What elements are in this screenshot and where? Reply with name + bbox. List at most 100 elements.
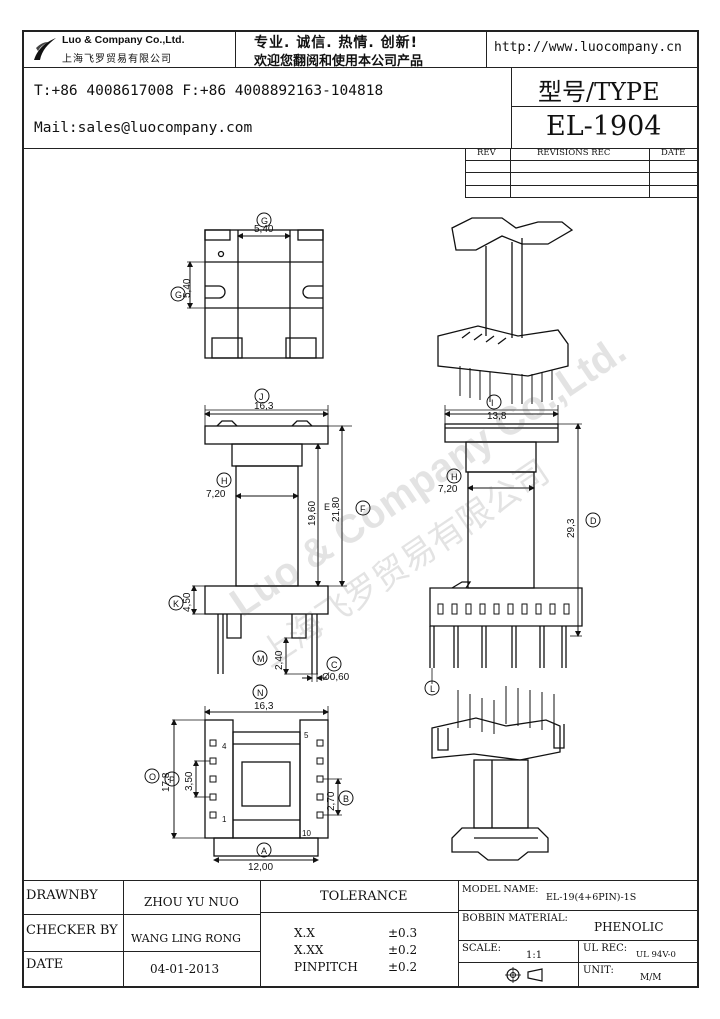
revisions-table: REV REVISIONS REC DATE — [465, 148, 699, 198]
technical-drawing: Luo & Company Co.,Ltd. 上海飞罗贸易有限公司 G 5,40… — [144, 212, 634, 873]
dimension-label-circles — [144, 212, 601, 858]
tolerance-divider — [260, 912, 458, 913]
dim-m-value: 2,40 — [274, 650, 285, 670]
bottom-view — [171, 706, 342, 863]
projection-symbol-icon — [505, 967, 543, 983]
tol-row-1-name: X.XX — [294, 943, 324, 957]
unit-label: UNIT: — [583, 965, 614, 976]
dim-a-value: 12,00 — [248, 862, 273, 873]
dim-a-label: A — [261, 846, 267, 856]
pin-10-label: 10 — [302, 829, 311, 838]
dim-h2-value: 7,20 — [438, 484, 458, 495]
header-divider — [22, 67, 699, 68]
front-view — [191, 405, 352, 682]
tol-row-2-name: PINPITCH — [294, 960, 358, 974]
dim-f-label: F — [360, 504, 366, 514]
dim-h2-label: H — [451, 472, 458, 482]
bobbin-material-value: PHENOLIC — [594, 920, 664, 934]
dim-p-value: 3,50 — [184, 771, 195, 791]
footer-row-1 — [22, 914, 260, 915]
phone-fax: T:+86 4008617008 F:+86 4008892163-104818 — [34, 83, 384, 99]
date-value: 04-01-2013 — [150, 962, 220, 976]
unit-value: M/M — [640, 973, 662, 983]
slogan-line2: 欢迎您翻阅和使用本公司产品 — [254, 54, 424, 69]
dim-p-label: P — [169, 775, 175, 785]
tol-row-1-value: ±0.2 — [388, 943, 418, 957]
dim-h-value: 7,20 — [206, 489, 226, 500]
tol-row-0-value: ±0.3 — [388, 926, 418, 940]
dim-g2-label: G — [175, 290, 182, 300]
revisions-rec-col-header: REVISIONS REC — [537, 148, 611, 158]
pin-5-label: 5 — [304, 731, 309, 740]
dim-c-value: Ø0,60 — [322, 672, 350, 683]
dim-o-label: O — [149, 772, 156, 782]
dim-l-label: L — [430, 684, 435, 694]
tolerance-label: TOLERANCE — [320, 889, 408, 904]
dim-k-value: 4,50 — [182, 592, 193, 612]
header-sep-1 — [235, 30, 236, 67]
dim-e-value: 19,60 — [307, 501, 318, 526]
header-sep-2 — [486, 30, 487, 67]
tol-row-0-name: X.X — [294, 926, 315, 940]
top-view — [187, 229, 324, 359]
drawnby-value: ZHOU YU NUO — [144, 895, 239, 909]
drawnby-label: DRAWNBY — [26, 888, 98, 903]
footer-sep-1 — [123, 880, 124, 988]
website-link[interactable]: http://www.luocompany.cn — [494, 40, 682, 55]
type-box-sep — [511, 67, 512, 148]
watermark: Luo & Company Co.,Ltd. 上海飞罗贸易有限公司 — [222, 328, 633, 675]
footer-row-2 — [22, 951, 260, 952]
tol-row-2-value: ±0.2 — [388, 960, 418, 974]
dim-j-value: 16,3 — [254, 401, 274, 412]
dim-g-value: 5,40 — [254, 224, 274, 235]
ul-rec-value: UL 94V-0 — [636, 950, 676, 960]
dim-b-value: 2,70 — [326, 791, 337, 811]
pin-1-label: 1 — [222, 815, 227, 824]
isometric-view-bottom — [431, 686, 565, 861]
rev-col-header: REV — [477, 148, 496, 158]
model-name-label: MODEL NAME: — [462, 884, 539, 895]
mail-address[interactable]: Mail:sales@luocompany.com — [34, 120, 253, 136]
dim-i-label: I — [491, 398, 494, 408]
checker-label: CHECKER BY — [26, 923, 118, 938]
dim-b-label: B — [343, 794, 349, 804]
pin-4-label: 4 — [222, 742, 227, 751]
dim-f-value: 21,80 — [331, 497, 342, 522]
dim-d-value: 29,3 — [566, 518, 577, 538]
bobbin-material-label: BOBBIN MATERIAL: — [462, 913, 568, 924]
drawing-sheet — [22, 30, 699, 988]
dim-d-label: D — [590, 516, 597, 526]
footer-sep-2 — [260, 880, 261, 988]
dim-k-label: K — [173, 599, 179, 609]
footer-sep-3 — [458, 880, 459, 988]
right-col-sep — [578, 940, 579, 988]
dim-g-label: G — [261, 216, 268, 226]
isometric-view-top — [437, 217, 574, 404]
ul-rec-label: UL REC: — [583, 943, 628, 954]
date-label: DATE — [26, 957, 64, 972]
side-view — [429, 405, 583, 684]
company-logo-icon — [34, 38, 56, 60]
dim-i-value: 13,8 — [487, 411, 507, 422]
watermark-text-en: Luo & Company Co.,Ltd. — [222, 328, 633, 625]
dim-n-label: N — [257, 688, 264, 698]
dim-h-label: H — [221, 476, 228, 486]
dim-e-label: E — [324, 502, 330, 512]
dim-j-label: J — [259, 392, 264, 402]
company-name-en: Luo & Company Co.,Ltd. — [62, 34, 185, 46]
dim-n-value: 16,3 — [254, 701, 274, 712]
scale-value: 1:1 — [526, 950, 543, 961]
dim-m-label: M — [257, 654, 265, 664]
slogan-line1: 专业. 诚信. 热情. 创新! — [254, 35, 418, 51]
footer-top-line — [22, 880, 699, 881]
type-label: 型号/TYPE — [538, 78, 660, 106]
dim-o-value: 17,8 — [161, 772, 172, 792]
date-col-header: DATE — [661, 148, 686, 158]
model-number: EL-1904 — [546, 111, 662, 142]
right-row-1 — [458, 910, 699, 911]
model-name-value: EL-19(4+6PIN)-1S — [546, 892, 637, 903]
checker-value: WANG LING RONG — [131, 932, 241, 945]
scale-label: SCALE: — [462, 943, 502, 954]
header-bottom-line — [22, 148, 699, 149]
type-box-mid — [511, 106, 699, 107]
